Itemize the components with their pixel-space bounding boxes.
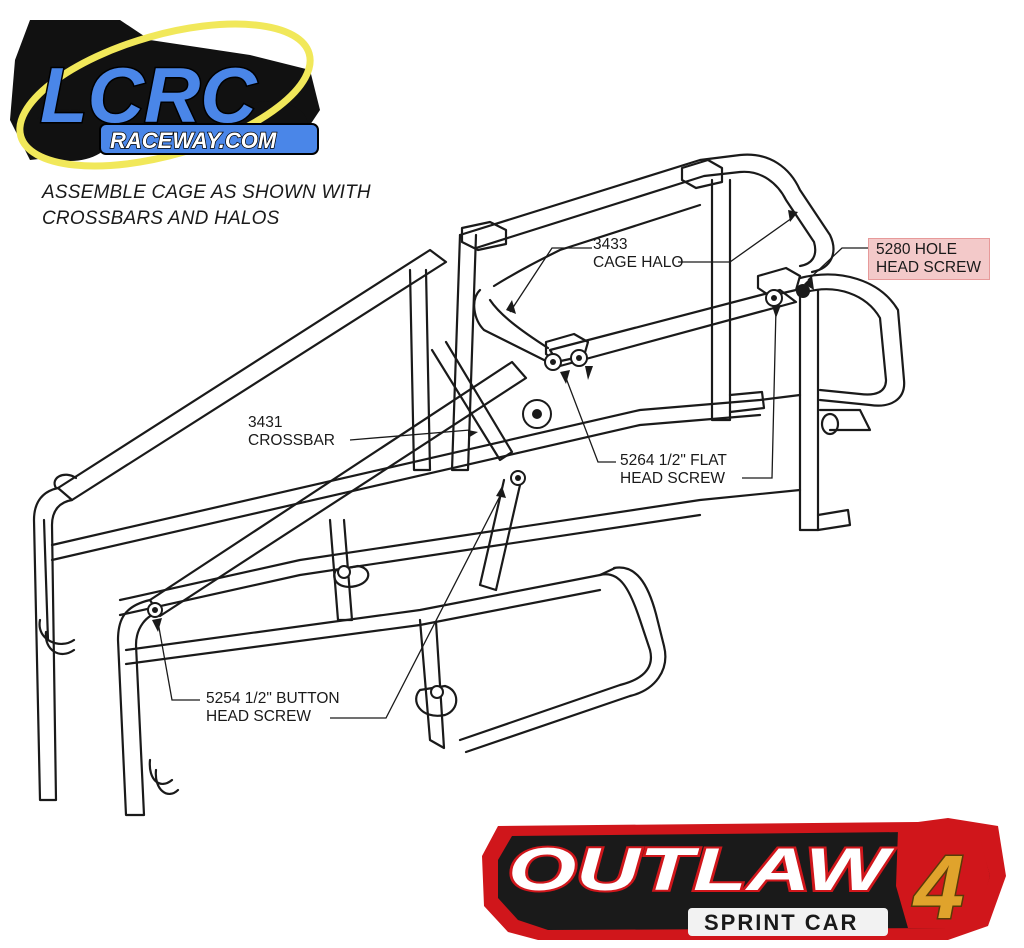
assembly-instructions: ASSEMBLE CAGE AS SHOWN WITH CROSSBARS AN…	[42, 180, 402, 232]
lcrc-logo: LCRC RACEWAY.COM	[10, 20, 320, 170]
hole-screw-line-2: HEAD SCREW	[876, 259, 982, 276]
cage-halo-part-number: 3433	[593, 236, 628, 253]
flat-screw-line-2: HEAD SCREW	[620, 470, 726, 487]
instructions-line-1: ASSEMBLE CAGE AS SHOWN WITH	[42, 182, 371, 203]
outlaw-logo-subtitle: SPRINT CAR	[704, 910, 858, 935]
callout-flat-head-screw: 5264 1/2" FLAT HEAD SCREW	[620, 452, 727, 488]
outlaw-4-logo: 4 OUTLAW SPRINT CAR	[482, 818, 1006, 940]
button-screw-line-2: HEAD SCREW	[206, 708, 312, 725]
flat-screw-line-1: 5264 1/2" FLAT	[620, 452, 727, 469]
button-screw-line-1: 5254 1/2" BUTTON	[206, 690, 340, 707]
callout-button-head-screw: 5254 1/2" BUTTON HEAD SCREW	[206, 690, 340, 726]
lcrc-logo-subtitle: RACEWAY.COM	[110, 128, 277, 153]
crossbar-label: CROSSBAR	[248, 432, 335, 449]
crossbar-part-number: 3431	[248, 414, 283, 431]
hole-screw-line-1: 5280 HOLE	[876, 241, 957, 258]
callout-crossbar: 3431 CROSSBAR	[248, 414, 335, 450]
cage-halo-label: CAGE HALO	[593, 254, 684, 271]
outlaw-logo-text: OUTLAW	[508, 836, 894, 903]
outlaw-logo-number: 4	[912, 838, 964, 938]
callout-hole-head-screw: 5280 HOLE HEAD SCREW	[868, 238, 991, 280]
callout-cage-halo: 3433 CAGE HALO	[593, 236, 683, 272]
instructions-line-2: CROSSBARS AND HALOS	[42, 208, 280, 229]
